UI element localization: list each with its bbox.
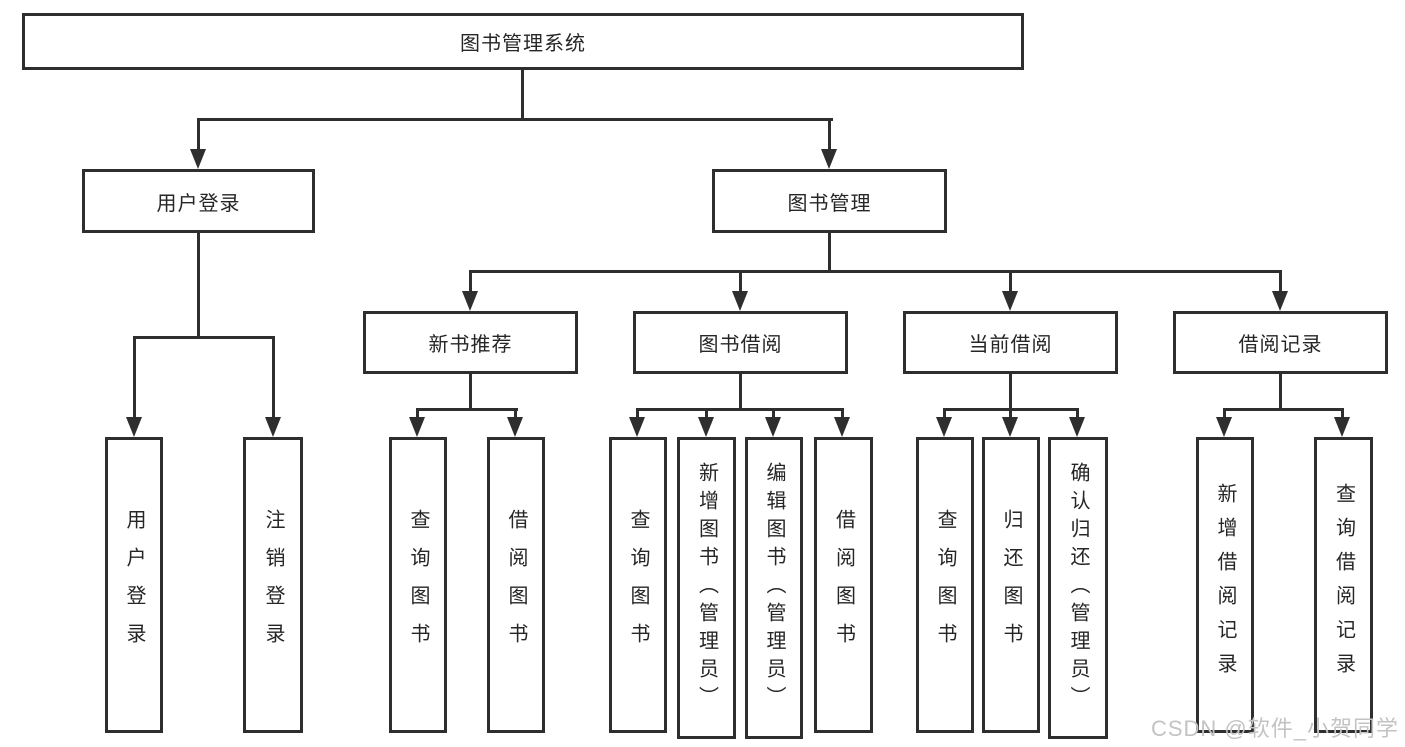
node-book-management-label: 图书管理 bbox=[787, 192, 872, 215]
connector-line bbox=[943, 408, 946, 419]
leaf-user-login: 用户登录 bbox=[105, 437, 163, 733]
leaf-newbook-borrow-books: 借阅图书 bbox=[487, 437, 545, 733]
arrowhead-icon bbox=[190, 149, 206, 169]
connector-line bbox=[197, 118, 200, 150]
connector-line bbox=[133, 336, 136, 418]
connector-line bbox=[841, 408, 844, 419]
leaf-newbook-query-books: 查询图书 bbox=[389, 437, 447, 733]
connector-line bbox=[133, 336, 275, 339]
leaf-add-borrow-record-label: 新增借阅记录 bbox=[1214, 483, 1236, 687]
node-current-borrow: 当前借阅 bbox=[903, 311, 1118, 374]
connector-line bbox=[1009, 408, 1012, 419]
connector-line bbox=[636, 408, 639, 419]
arrowhead-icon bbox=[1002, 291, 1018, 311]
leaf-borrow-query-books-label: 查询图书 bbox=[627, 509, 649, 661]
arrowhead-icon bbox=[629, 417, 645, 437]
connector-line bbox=[514, 408, 517, 419]
node-book-borrow: 图书借阅 bbox=[633, 311, 848, 374]
arrowhead-icon bbox=[765, 417, 781, 437]
connector-line bbox=[197, 118, 833, 121]
leaf-return-books-label: 归还图书 bbox=[1000, 509, 1022, 661]
node-borrow-record: 借阅记录 bbox=[1173, 311, 1388, 374]
node-new-book-recommend: 新书推荐 bbox=[363, 311, 578, 374]
connector-line bbox=[739, 374, 742, 408]
leaf-confirm-return-admin-label: 确认归还（管理员） bbox=[1067, 462, 1089, 714]
connector-line bbox=[416, 408, 419, 419]
arrowhead-icon bbox=[1272, 291, 1288, 311]
connector-line bbox=[1009, 270, 1012, 292]
node-user-login-label: 用户登录 bbox=[156, 192, 241, 215]
connector-line bbox=[469, 270, 472, 292]
arrowhead-icon bbox=[821, 149, 837, 169]
connector-line bbox=[1341, 408, 1344, 419]
leaf-borrow-query-books: 查询图书 bbox=[609, 437, 667, 733]
connector-line bbox=[1223, 408, 1343, 411]
arrowhead-icon bbox=[834, 417, 850, 437]
connector-line bbox=[416, 408, 518, 411]
node-root-library-system: 图书管理系统 bbox=[22, 13, 1024, 70]
connector-line bbox=[636, 408, 843, 411]
arrowhead-icon bbox=[265, 417, 281, 437]
arrowhead-icon bbox=[126, 417, 142, 437]
leaf-borrow-books: 借阅图书 bbox=[814, 437, 873, 733]
connector-line bbox=[739, 270, 742, 292]
arrowhead-icon bbox=[462, 291, 478, 311]
connector-line bbox=[469, 374, 472, 408]
arrowhead-icon bbox=[507, 417, 523, 437]
leaf-edit-books-admin: 编辑图书（管理员） bbox=[745, 437, 803, 739]
node-new-book-recommend-label: 新书推荐 bbox=[428, 334, 513, 356]
leaf-query-borrow-record: 查询借阅记录 bbox=[1314, 437, 1373, 733]
leaf-confirm-return-admin: 确认归还（管理员） bbox=[1048, 437, 1108, 739]
arrowhead-icon bbox=[732, 291, 748, 311]
connector-line bbox=[521, 70, 524, 118]
csdn-watermark: CSDN @软件_小贺同学 bbox=[1150, 716, 1399, 741]
node-current-borrow-label: 当前借阅 bbox=[968, 334, 1053, 356]
connector-line bbox=[1009, 374, 1012, 408]
arrowhead-icon bbox=[936, 417, 952, 437]
connector-line bbox=[828, 118, 831, 150]
leaf-current-query-books-label: 查询图书 bbox=[934, 509, 956, 661]
arrowhead-icon bbox=[1002, 417, 1018, 437]
leaf-query-borrow-record-label: 查询借阅记录 bbox=[1332, 483, 1355, 687]
leaf-current-query-books: 查询图书 bbox=[916, 437, 974, 733]
arrowhead-icon bbox=[1216, 417, 1232, 437]
node-borrow-record-label: 借阅记录 bbox=[1238, 334, 1323, 356]
connector-line bbox=[1076, 408, 1079, 419]
leaf-return-books: 归还图书 bbox=[982, 437, 1040, 733]
leaf-logout: 注销登录 bbox=[243, 437, 303, 733]
leaf-edit-books-admin-label: 编辑图书（管理员） bbox=[763, 462, 785, 714]
connector-line bbox=[272, 336, 275, 418]
connector-line bbox=[469, 270, 1282, 273]
node-book-borrow-label: 图书借阅 bbox=[698, 334, 783, 356]
node-book-management: 图书管理 bbox=[712, 169, 947, 233]
leaf-add-books-admin-label: 新增图书（管理员） bbox=[695, 462, 718, 714]
node-root-label: 图书管理系统 bbox=[460, 33, 586, 55]
connector-line bbox=[1279, 270, 1282, 292]
leaf-logout-label: 注销登录 bbox=[262, 509, 284, 661]
node-user-login: 用户登录 bbox=[82, 169, 315, 233]
arrowhead-icon bbox=[1334, 417, 1350, 437]
leaf-add-books-admin: 新增图书（管理员） bbox=[677, 437, 736, 739]
arrowhead-icon bbox=[698, 417, 714, 437]
connector-line bbox=[197, 233, 200, 336]
leaf-newbook-query-books-label: 查询图书 bbox=[407, 509, 429, 661]
connector-line bbox=[705, 408, 708, 419]
leaf-newbook-borrow-books-label: 借阅图书 bbox=[505, 509, 527, 661]
connector-line bbox=[772, 408, 775, 419]
leaf-user-login-label: 用户登录 bbox=[123, 509, 145, 661]
connector-line bbox=[1279, 374, 1282, 408]
connector-line bbox=[1223, 408, 1226, 419]
leaf-add-borrow-record: 新增借阅记录 bbox=[1196, 437, 1254, 733]
arrowhead-icon bbox=[1069, 417, 1085, 437]
leaf-borrow-books-label: 借阅图书 bbox=[832, 509, 855, 661]
connector-line bbox=[828, 233, 831, 270]
arrowhead-icon bbox=[409, 417, 425, 437]
